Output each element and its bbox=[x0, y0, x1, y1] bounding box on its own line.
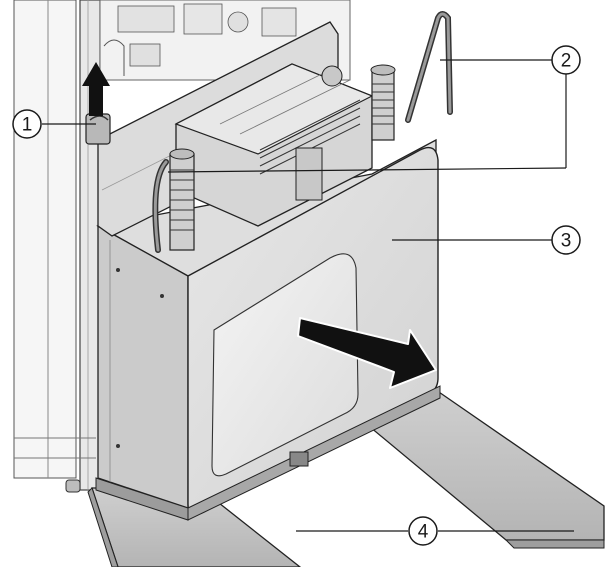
control-box bbox=[174, 63, 374, 227]
callout-2: 2 bbox=[551, 45, 581, 75]
callout-3-label: 3 bbox=[561, 231, 572, 252]
callout-1-label: 1 bbox=[22, 115, 33, 136]
callout-2-label: 2 bbox=[561, 51, 572, 72]
pallet-fork bbox=[87, 389, 605, 567]
callout-3: 3 bbox=[551, 225, 581, 255]
callout-1: 1 bbox=[12, 109, 42, 139]
right-hose bbox=[370, 11, 453, 141]
release-lever bbox=[85, 113, 111, 145]
lift-arrow bbox=[82, 62, 110, 116]
left-hose bbox=[152, 148, 195, 253]
pull-out-arrow bbox=[297, 317, 437, 389]
callout-4-label: 4 bbox=[418, 522, 429, 543]
leader-lines bbox=[42, 59, 574, 532]
callout-4: 4 bbox=[408, 516, 438, 546]
